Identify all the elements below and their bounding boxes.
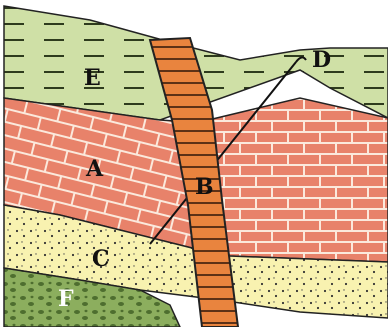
label-b: B bbox=[195, 174, 214, 200]
label-f: F bbox=[58, 286, 74, 312]
label-c: C bbox=[92, 246, 110, 272]
label-e: E bbox=[84, 65, 101, 91]
label-a: A bbox=[85, 156, 104, 182]
label-d: D bbox=[312, 47, 331, 73]
layer-right-bricks bbox=[200, 98, 388, 262]
